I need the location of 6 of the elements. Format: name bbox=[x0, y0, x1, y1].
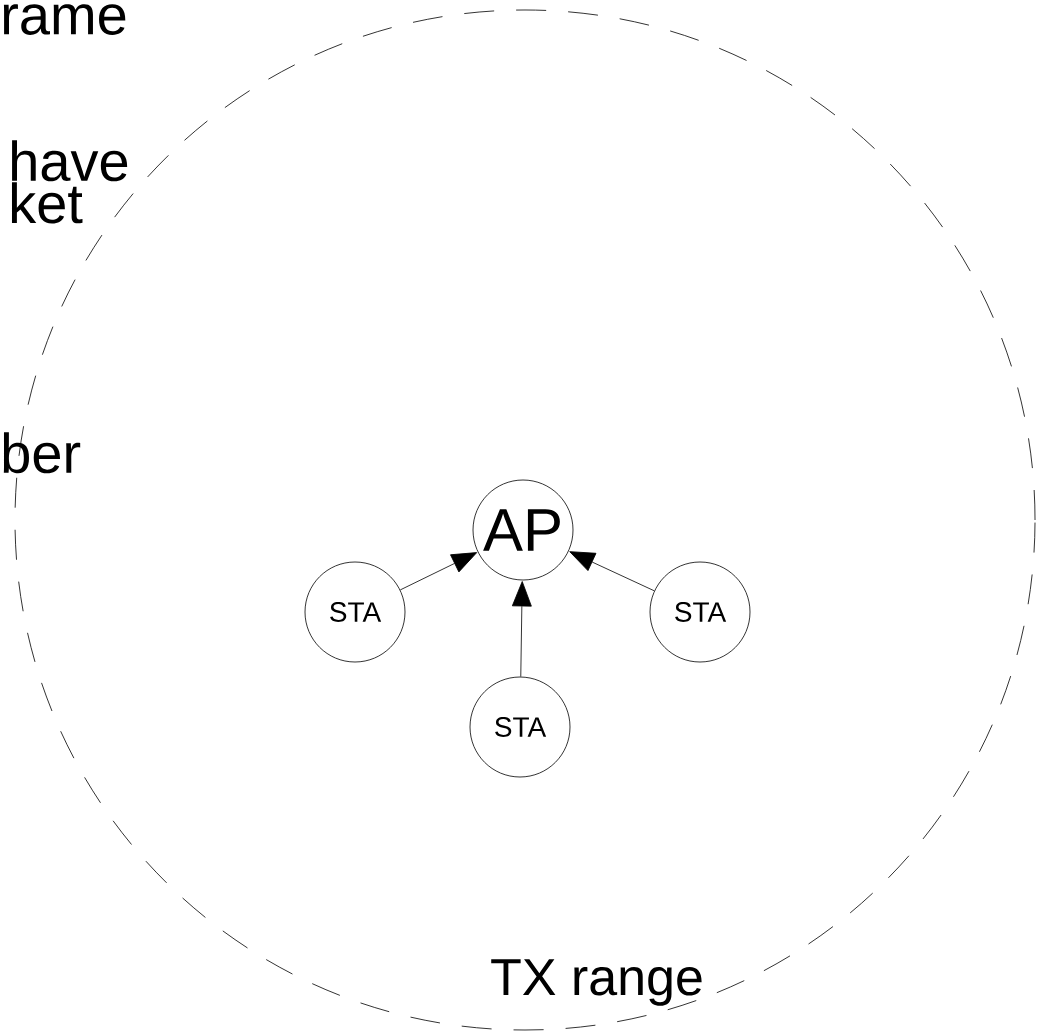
arrow bbox=[511, 581, 532, 677]
note-text: ber bbox=[3, 432, 81, 474]
note-text: have ket bbox=[12, 140, 128, 224]
arrow bbox=[399, 552, 478, 591]
arrow bbox=[569, 551, 655, 592]
note-text: rame bbox=[3, 4, 126, 35]
